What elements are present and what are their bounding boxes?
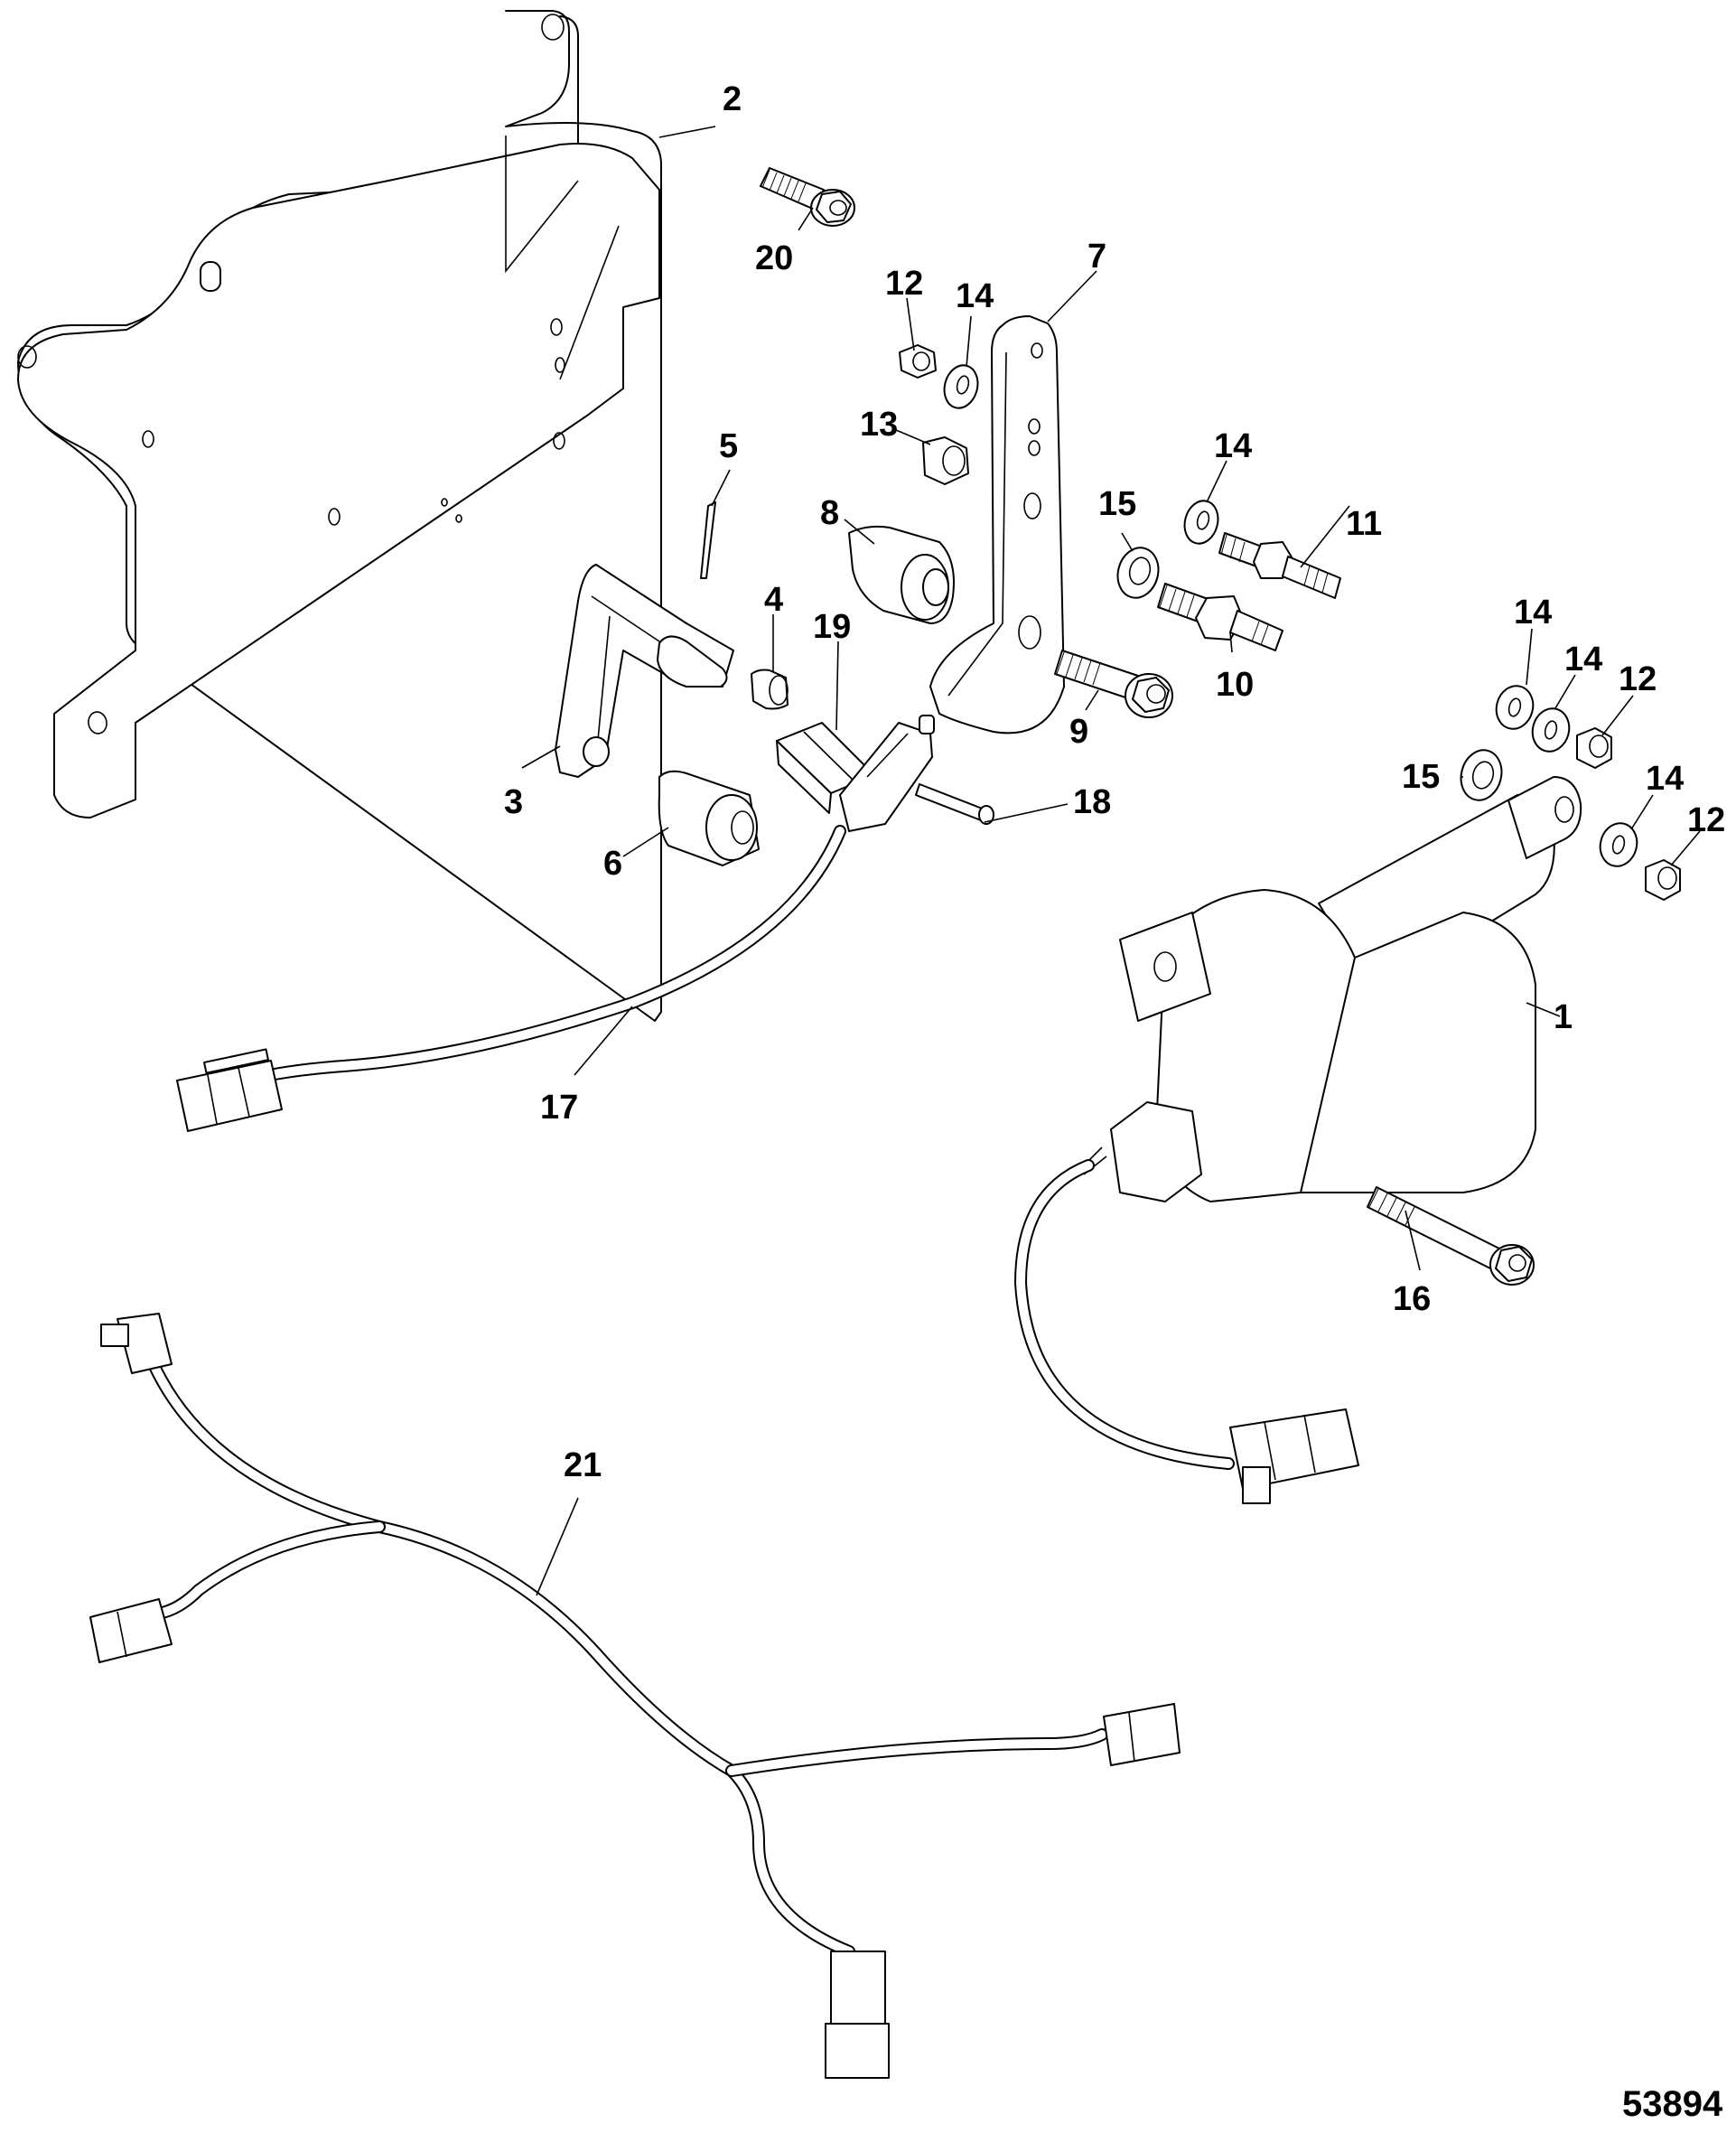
part-9-bolt	[1054, 650, 1173, 718]
part-16-bolt	[1367, 1186, 1535, 1286]
callout-12-top: 12	[885, 265, 923, 303]
part-13-nut	[922, 436, 969, 485]
part-12-nut-top	[899, 344, 937, 379]
part-12-nut-r2	[1645, 859, 1681, 901]
part-14-washer-r1	[1495, 685, 1535, 730]
callout-9: 9	[1069, 713, 1088, 751]
callout-14-top: 14	[956, 277, 994, 315]
part-4-bushing	[751, 669, 789, 710]
part-15-washer-r	[1460, 749, 1503, 801]
part-14-washer-top	[943, 364, 979, 409]
part-17-sensor-harness	[176, 715, 935, 1132]
part-14-washer-r3	[1599, 822, 1638, 867]
part-18-screw	[915, 783, 994, 825]
callout-21: 21	[564, 1446, 602, 1484]
part-20-bolt	[760, 167, 855, 227]
connector-17	[176, 1048, 283, 1132]
callout-15-mid: 15	[1098, 485, 1136, 523]
callout-6: 6	[603, 845, 622, 883]
part-12-nut-r1	[1576, 727, 1612, 769]
callout-12-r2: 12	[1687, 801, 1725, 839]
part-2-mounting-bracket	[17, 10, 662, 1022]
figure-id: 53894	[1622, 2084, 1723, 2124]
part-6-spacer	[658, 770, 760, 866]
callout-14-r2: 14	[1564, 641, 1602, 678]
callout-15-r: 15	[1402, 758, 1440, 796]
connector-21b	[89, 1598, 173, 1663]
callout-14-r3: 14	[1646, 760, 1684, 798]
connector-1	[1229, 1408, 1359, 1504]
part-8-bushing	[848, 525, 955, 624]
callout-labels: 2 20 12 14 7 13 5 8 15 14 11 10 9 4 19 1…	[504, 80, 1725, 2124]
part-14-washer-r2	[1531, 707, 1571, 753]
part-1-actuator	[1013, 776, 1582, 1504]
callout-19: 19	[813, 608, 851, 646]
callout-12-r1: 12	[1619, 660, 1657, 698]
callout-13: 13	[860, 406, 898, 444]
connector-21d	[825, 1951, 890, 2079]
callout-7: 7	[1087, 238, 1106, 276]
part-3-lever-arm	[555, 564, 734, 778]
callout-18: 18	[1073, 783, 1111, 821]
callout-2: 2	[723, 80, 742, 118]
callout-3: 3	[504, 783, 523, 821]
callout-14-mid: 14	[1214, 427, 1252, 465]
callout-17: 17	[540, 1089, 578, 1127]
part-10-stud	[1157, 583, 1283, 651]
callout-11: 11	[1346, 505, 1382, 543]
callout-10: 10	[1216, 666, 1254, 704]
callout-8: 8	[820, 494, 839, 532]
part-21-y-harness	[89, 1313, 1181, 2079]
part-14-washer-mid	[1183, 500, 1219, 545]
callout-1: 1	[1554, 998, 1573, 1036]
callout-20: 20	[755, 239, 793, 277]
callout-14-r1: 14	[1514, 594, 1552, 631]
leader-lines	[521, 126, 1701, 1596]
callout-16: 16	[1393, 1280, 1431, 1318]
connector-21c	[1103, 1703, 1181, 1766]
callout-5: 5	[719, 427, 738, 465]
part-19-sensor-cover	[776, 722, 875, 814]
part-11-stud	[1218, 532, 1341, 599]
connector-21a	[100, 1313, 173, 1374]
callout-4: 4	[764, 581, 783, 619]
part-15-washer-mid	[1116, 547, 1160, 599]
part-7-link-arm	[929, 315, 1065, 734]
part-5-cotter-pin	[700, 501, 716, 579]
